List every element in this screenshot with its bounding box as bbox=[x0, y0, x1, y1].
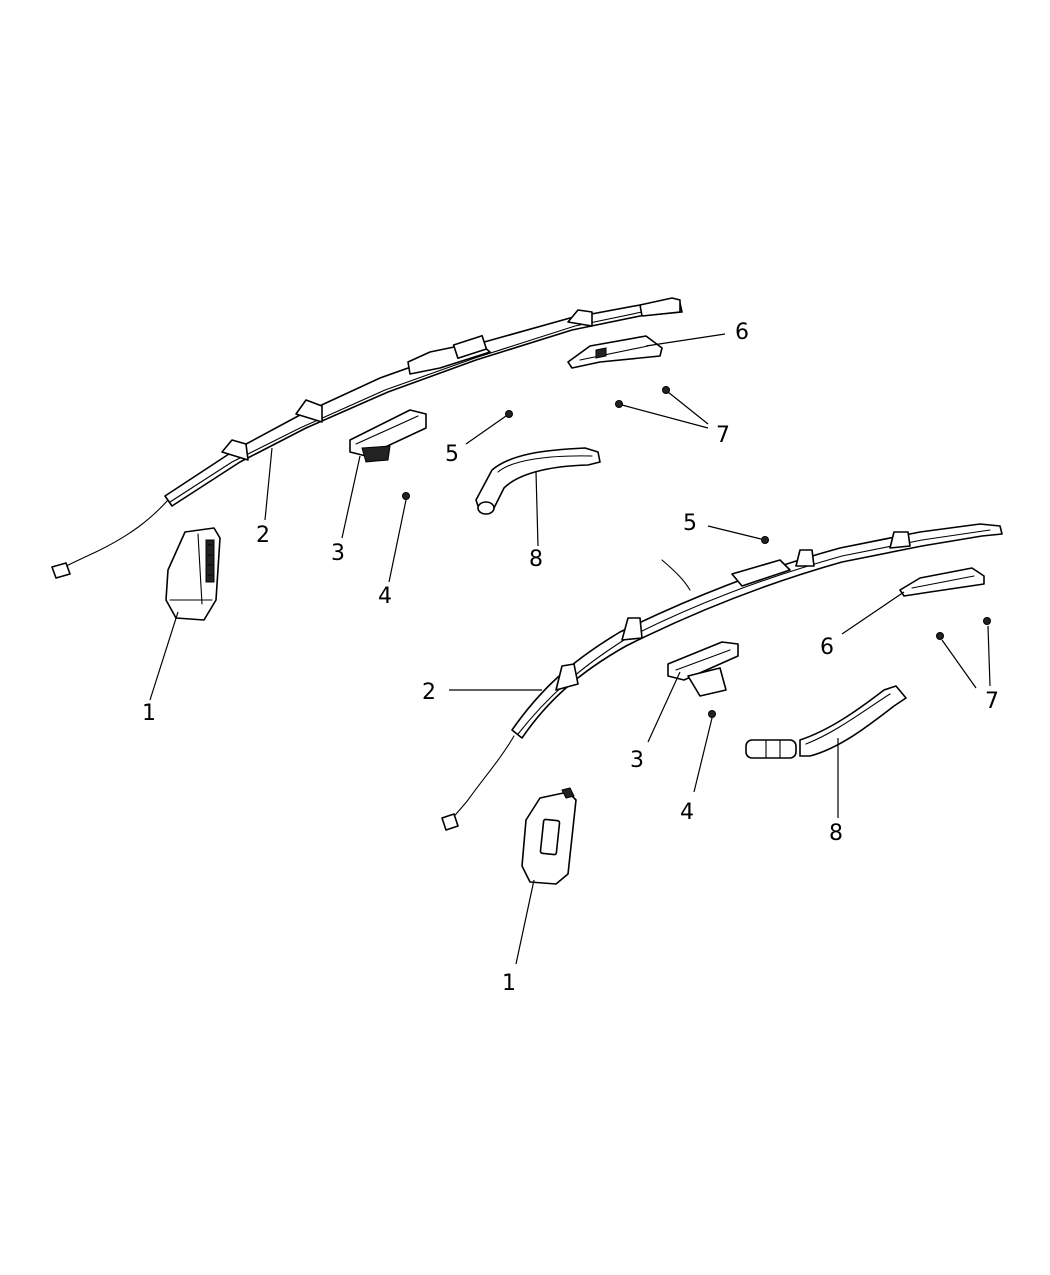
bracket-part bbox=[667, 641, 739, 697]
callout-4: 4 bbox=[680, 800, 694, 825]
fastener-part bbox=[708, 536, 991, 718]
assembly-upper-left: 1 2 3 4 5 6 7 8 bbox=[51, 297, 749, 726]
curtain-airbag-part bbox=[441, 523, 1003, 831]
bracket-6-part bbox=[567, 335, 663, 369]
callout-3: 3 bbox=[630, 748, 644, 773]
curtain-airbag-part bbox=[51, 297, 683, 579]
callout-3: 3 bbox=[331, 541, 345, 566]
callout-1: 1 bbox=[142, 701, 156, 726]
callout-5: 5 bbox=[683, 511, 697, 536]
leader-lines bbox=[149, 333, 726, 701]
assembly-lower-right: 1 2 3 4 5 6 7 8 bbox=[422, 511, 1003, 996]
airbag-module-part bbox=[521, 787, 577, 885]
airbag-module-part bbox=[165, 527, 221, 621]
fill-tube-part bbox=[475, 447, 601, 515]
callout-2: 2 bbox=[256, 523, 270, 548]
callout-7: 7 bbox=[716, 423, 730, 448]
bracket-part bbox=[349, 409, 427, 463]
bracket-6-part bbox=[899, 567, 985, 597]
fill-tube-part bbox=[745, 685, 907, 759]
callout-6: 6 bbox=[820, 635, 834, 660]
leader-lines bbox=[449, 525, 991, 965]
callout-5: 5 bbox=[445, 442, 459, 467]
callout-7: 7 bbox=[985, 689, 999, 714]
fastener-part bbox=[402, 386, 670, 500]
callout-8: 8 bbox=[829, 821, 843, 846]
callout-6: 6 bbox=[735, 320, 749, 345]
callout-8: 8 bbox=[529, 547, 543, 572]
callout-2: 2 bbox=[422, 680, 436, 705]
callout-1: 1 bbox=[502, 971, 516, 996]
callout-4: 4 bbox=[378, 584, 392, 609]
